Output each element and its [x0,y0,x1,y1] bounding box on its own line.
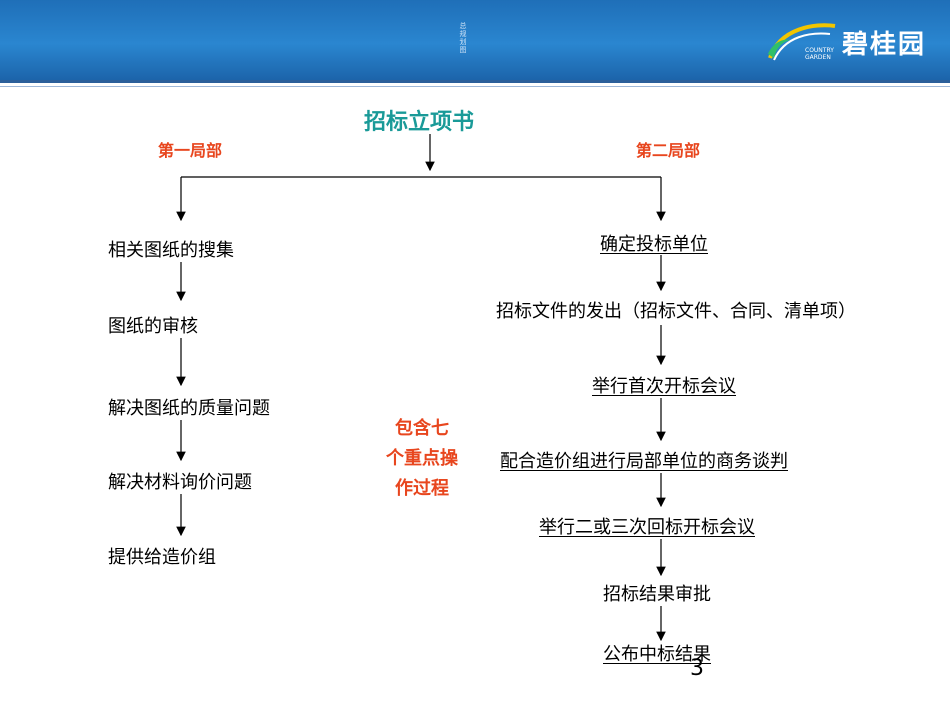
center-note-line-3: 作过程 [395,478,449,499]
right-step-3: 举行首次开标会议 [592,376,736,397]
center-note-line-1: 包含七 [395,418,449,439]
logo-name: 碧桂园 [842,30,927,60]
left-section-label: 第一局部 [158,141,223,160]
right-step-1: 确定投标单位 [600,234,708,255]
left-step-1: 相关图纸的搜集 [108,240,234,261]
left-step-4: 解决材料询价问题 [108,472,252,493]
header-divider [0,80,950,83]
left-step-2: 图纸的审核 [108,316,198,337]
logo-sub-line-2: GARDEN [805,54,831,61]
right-step-6: 招标结果审批 [603,584,711,605]
left-step-5: 提供给造价组 [108,547,216,568]
center-note-line-2: 个重点操 [386,448,458,469]
logo-sub: COUNTRY GARDEN [805,47,834,61]
page-number: 3 [690,656,704,681]
right-step-5: 举行二或三次回标开标会议 [539,517,755,538]
right-step-2: 招标文件的发出（招标文件、合同、清单项） [496,301,856,322]
right-section-label: 第二局部 [636,141,701,160]
right-step-7: 公布中标结果 [603,644,711,665]
header-divider-thin [0,86,950,87]
header-tiny-text: 总规划图 [459,22,467,54]
center-note: 包含七 个重点操 作过程 [372,414,472,504]
logo-sub-line-1: COUNTRY [805,47,834,54]
left-step-3: 解决图纸的质量问题 [108,398,270,419]
diagram-title: 招标立项书 [364,110,475,135]
right-step-4: 配合造价组进行局部单位的商务谈判 [500,451,788,472]
logo-icon [768,23,836,61]
